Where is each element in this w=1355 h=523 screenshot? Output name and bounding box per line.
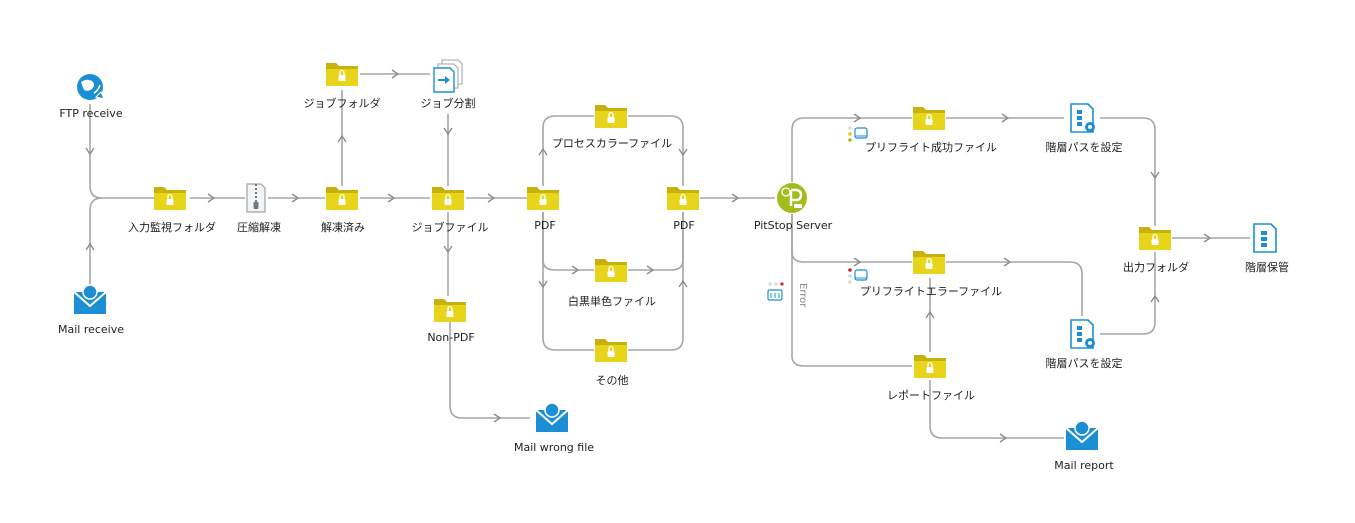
node-label-unzip: 圧縮解凍 [237, 221, 281, 234]
folder-icon[interactable] [594, 258, 628, 283]
node-label-job-split: ジョブ分割 [420, 97, 476, 110]
edge-report-mail [929, 380, 1064, 439]
folder-icon[interactable] [594, 104, 628, 129]
node-label-unzipped: 解凍済み [321, 221, 365, 234]
edge-pitstop-report [791, 214, 912, 367]
arrowhead [493, 413, 502, 423]
arrowhead [443, 245, 453, 254]
node-label-mail-wrong-file: Mail wrong file [513, 441, 595, 454]
arrowhead [85, 242, 95, 251]
folder-icon[interactable] [666, 186, 700, 211]
arrowhead [646, 265, 655, 275]
edge-process-pdf2 [628, 115, 684, 186]
edge-err-hier2 [946, 261, 1083, 316]
arrowhead [85, 147, 95, 156]
mail-icon[interactable] [1065, 420, 1099, 451]
status-marker-icon [848, 268, 868, 284]
arrowhead [1003, 257, 1012, 267]
node-label-mono: 白黒単色ファイル [568, 295, 656, 308]
folder-icon[interactable] [431, 186, 465, 211]
arrowhead [538, 147, 548, 156]
arrowhead [1203, 233, 1212, 243]
status-marker-icon [848, 126, 868, 142]
folder-icon[interactable] [1138, 226, 1172, 251]
folder-icon[interactable] [913, 354, 947, 379]
arrowhead [853, 113, 862, 123]
edge-hier2-output [1100, 252, 1156, 335]
edge-mail-input [89, 197, 103, 288]
edge-other-pdf2 [628, 212, 684, 351]
folder-icon[interactable] [912, 106, 946, 131]
folder-icon[interactable] [153, 186, 187, 211]
arrowhead [443, 127, 453, 136]
arrowhead [538, 280, 548, 289]
node-label-hier-path-1: 階層パスを設定 [1045, 141, 1123, 154]
node-label-job-file: ジョブファイル [411, 221, 489, 234]
node-label-other: その他 [595, 374, 629, 387]
arrowhead [291, 193, 300, 203]
edge-hier1-output [1100, 117, 1156, 226]
node-label-preflight-err: プリフライトエラーファイル [859, 285, 1003, 298]
folder-icon[interactable] [433, 298, 467, 323]
mail-icon[interactable] [73, 284, 107, 315]
arrowhead [391, 69, 400, 79]
folder-icon[interactable] [594, 338, 628, 363]
edge-pitstop-ok [791, 117, 912, 182]
node-label-pitstop-server: PitStop Server [753, 219, 833, 232]
arrowhead [853, 257, 862, 267]
folder-icon[interactable] [912, 250, 946, 275]
arrowhead [1001, 113, 1010, 123]
folder-icon[interactable] [325, 186, 359, 211]
node-label-job-folder: ジョブフォルダ [303, 97, 381, 110]
node-label-pdf-2: PDF [673, 219, 695, 232]
node-label-mail-report: Mail report [1054, 459, 1114, 472]
edge-pdf1-process [542, 115, 594, 186]
node-label-input-folder: 入力監視フォルダ [128, 221, 216, 234]
node-label-hier-path-2: 階層パスを設定 [1045, 357, 1123, 370]
pitstop-icon[interactable] [777, 183, 807, 213]
arrowheads [85, 69, 1212, 443]
arrowhead [678, 279, 688, 288]
arrowhead [207, 193, 216, 203]
edge-pdf1-other [542, 212, 594, 351]
node-label-non-pdf: Non-PDF [427, 331, 475, 344]
arrowhead [925, 310, 935, 319]
arrowhead [487, 193, 496, 203]
hierarchy-icon[interactable] [1070, 319, 1096, 349]
connectors [89, 73, 1250, 439]
report-marker-icon [767, 282, 784, 301]
globe-arrow-icon[interactable] [77, 74, 105, 100]
node-label-ftp-receive: FTP receive [59, 107, 123, 120]
mail-icon[interactable] [535, 402, 569, 433]
arrowhead [678, 148, 688, 157]
arrowhead [387, 193, 396, 203]
arrowhead [999, 433, 1008, 443]
folder-icon[interactable] [325, 62, 359, 87]
arrowhead [731, 193, 740, 203]
node-label-preflight-ok: プリフライト成功ファイル [865, 141, 997, 154]
arrowhead [1150, 294, 1160, 303]
archive-icon[interactable] [1253, 223, 1277, 253]
node-label-pdf-1: PDF [534, 219, 556, 232]
arrowhead [337, 134, 347, 143]
node-label-archive: 階層保管 [1245, 261, 1289, 274]
folder-icon[interactable] [526, 186, 560, 211]
node-label-output-folder: 出力フォルダ [1123, 261, 1189, 274]
node-label-process-color: プロセスカラーファイル [551, 137, 673, 150]
node-label-report-file: レポートファイル [887, 389, 975, 402]
connection-label-error: Error [797, 283, 808, 308]
arrowhead [1150, 171, 1160, 180]
split-icon[interactable] [433, 59, 463, 93]
zip-icon[interactable] [246, 183, 266, 213]
edge-nonpdf-mail [449, 320, 530, 419]
hierarchy-icon[interactable] [1070, 103, 1096, 133]
arrowhead [571, 265, 580, 275]
node-label-mail-receive: Mail receive [57, 323, 125, 336]
